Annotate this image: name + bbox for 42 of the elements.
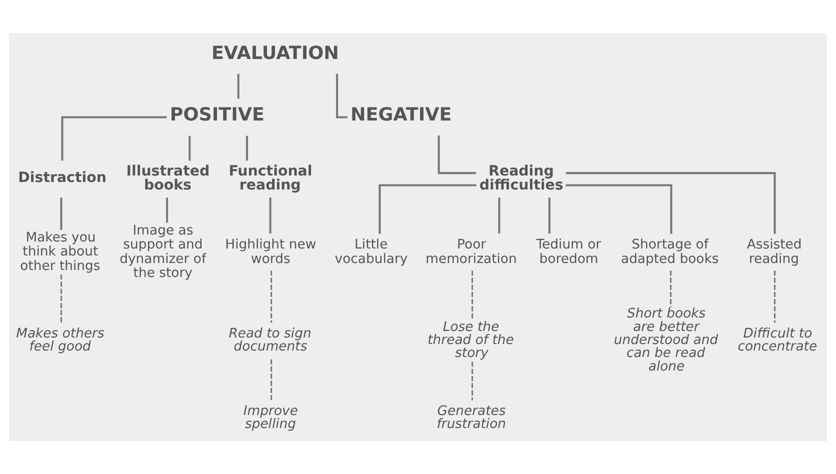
node-text: Tedium or boredom <box>536 238 602 267</box>
connector <box>270 270 272 323</box>
connector <box>472 270 474 320</box>
connector <box>166 198 168 223</box>
node-text: Reading difficulties <box>479 163 564 194</box>
connector <box>60 274 62 323</box>
connector <box>774 270 776 323</box>
node-text: Lose the thread of the story <box>428 320 514 362</box>
node-text: Image as support and dynamizer of the story <box>120 223 206 281</box>
connector <box>566 184 672 234</box>
node-text: Short books are better understood and can be read alone <box>614 306 718 374</box>
node-text: Highlight new words <box>225 238 316 267</box>
node-text: Illustrated books <box>126 163 210 194</box>
node-text: POSITIVE <box>170 104 265 126</box>
node-text: Improve spelling <box>243 404 298 432</box>
node-text: Difficult to concentrate <box>738 326 818 355</box>
node-text: EVALUATION <box>211 42 339 64</box>
node-text: NEGATIVE <box>350 104 452 126</box>
connector <box>498 198 500 234</box>
connector <box>246 136 248 161</box>
connector <box>269 198 272 234</box>
connector <box>472 362 474 400</box>
connector <box>438 136 476 174</box>
node-text: Distraction <box>18 170 106 186</box>
connector <box>548 198 550 234</box>
connector <box>188 136 191 161</box>
node-text: Functional reading <box>228 163 312 194</box>
node-text: Assisted reading <box>746 238 802 267</box>
node-text: Read to sign documents <box>228 326 312 355</box>
connector <box>270 359 272 400</box>
node-text: Shortage of adapted books <box>620 238 719 267</box>
connector <box>61 116 167 161</box>
connector <box>566 172 776 234</box>
node-text: Makes you think about other things <box>20 230 100 274</box>
connector <box>670 270 672 307</box>
node-text: Makes others feel good <box>16 326 104 355</box>
connector <box>60 198 62 230</box>
node-text: Poor memorization <box>426 238 517 267</box>
node-text: Generates frustration <box>436 404 506 432</box>
node-text: Little vocabulary <box>334 238 408 267</box>
connector <box>237 74 240 99</box>
connector <box>378 184 476 234</box>
